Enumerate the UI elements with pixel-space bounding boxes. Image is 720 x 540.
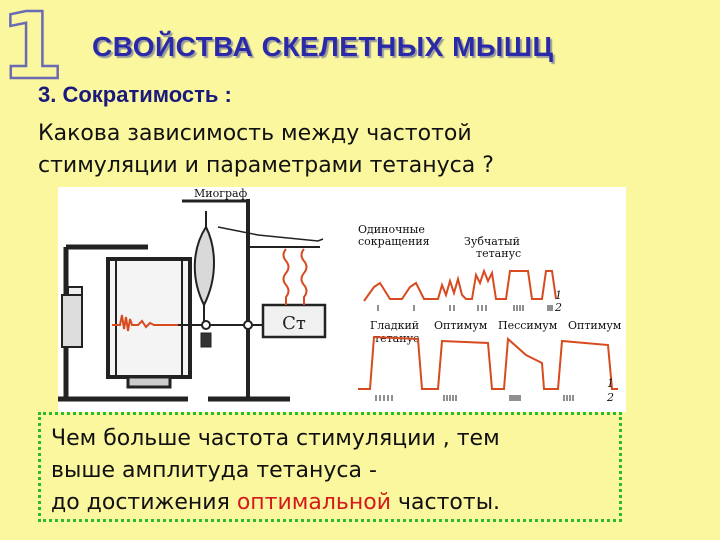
- conclusion-line-2: выше амплитуда тетануса -: [51, 458, 377, 483]
- myograph-apparatus: [58, 199, 327, 402]
- label-optimum-2: Оптимум: [568, 319, 622, 332]
- stim-ticks-upper: [377, 305, 553, 311]
- trace-label-1b: 1: [607, 377, 614, 390]
- conclusion-accent-word: оптимальной: [236, 490, 392, 515]
- conclusion-prefix: до достижения: [51, 490, 237, 515]
- conclusion-box: Чем больше частота стимуляции , тем выше…: [38, 412, 622, 522]
- trace-upper: [363, 268, 557, 302]
- slide-title: СВОЙСТВА СКЕЛЕТНЫХ МЫШЦ: [92, 31, 554, 62]
- stim-ticks-lower: [375, 395, 574, 401]
- trace-label-2b: 2: [606, 391, 614, 404]
- svg-text:1: 1: [2, 0, 62, 84]
- label-optimum-1: Оптимум: [434, 319, 488, 332]
- section-subtitle: 3. Сократимость :: [38, 82, 232, 107]
- question-text: Какова зависимость между частотой стимул…: [38, 121, 494, 178]
- label-pessimum: Пессимум: [498, 319, 558, 332]
- label-ct: Ст: [282, 313, 306, 334]
- conclusion-line-3: до достижения оптимальной частоты.: [51, 487, 609, 519]
- conclusion-suffix: частоты.: [391, 490, 501, 515]
- slide-number: 1: [2, 0, 62, 84]
- trace-lower: [358, 335, 618, 390]
- conclusion-line-1: Чем больше частота стимуляции , тем: [51, 426, 500, 451]
- trace-label-2a: 2: [554, 301, 562, 314]
- trace-label-1a: 1: [555, 289, 562, 302]
- label-myograph: Миограф: [194, 187, 248, 200]
